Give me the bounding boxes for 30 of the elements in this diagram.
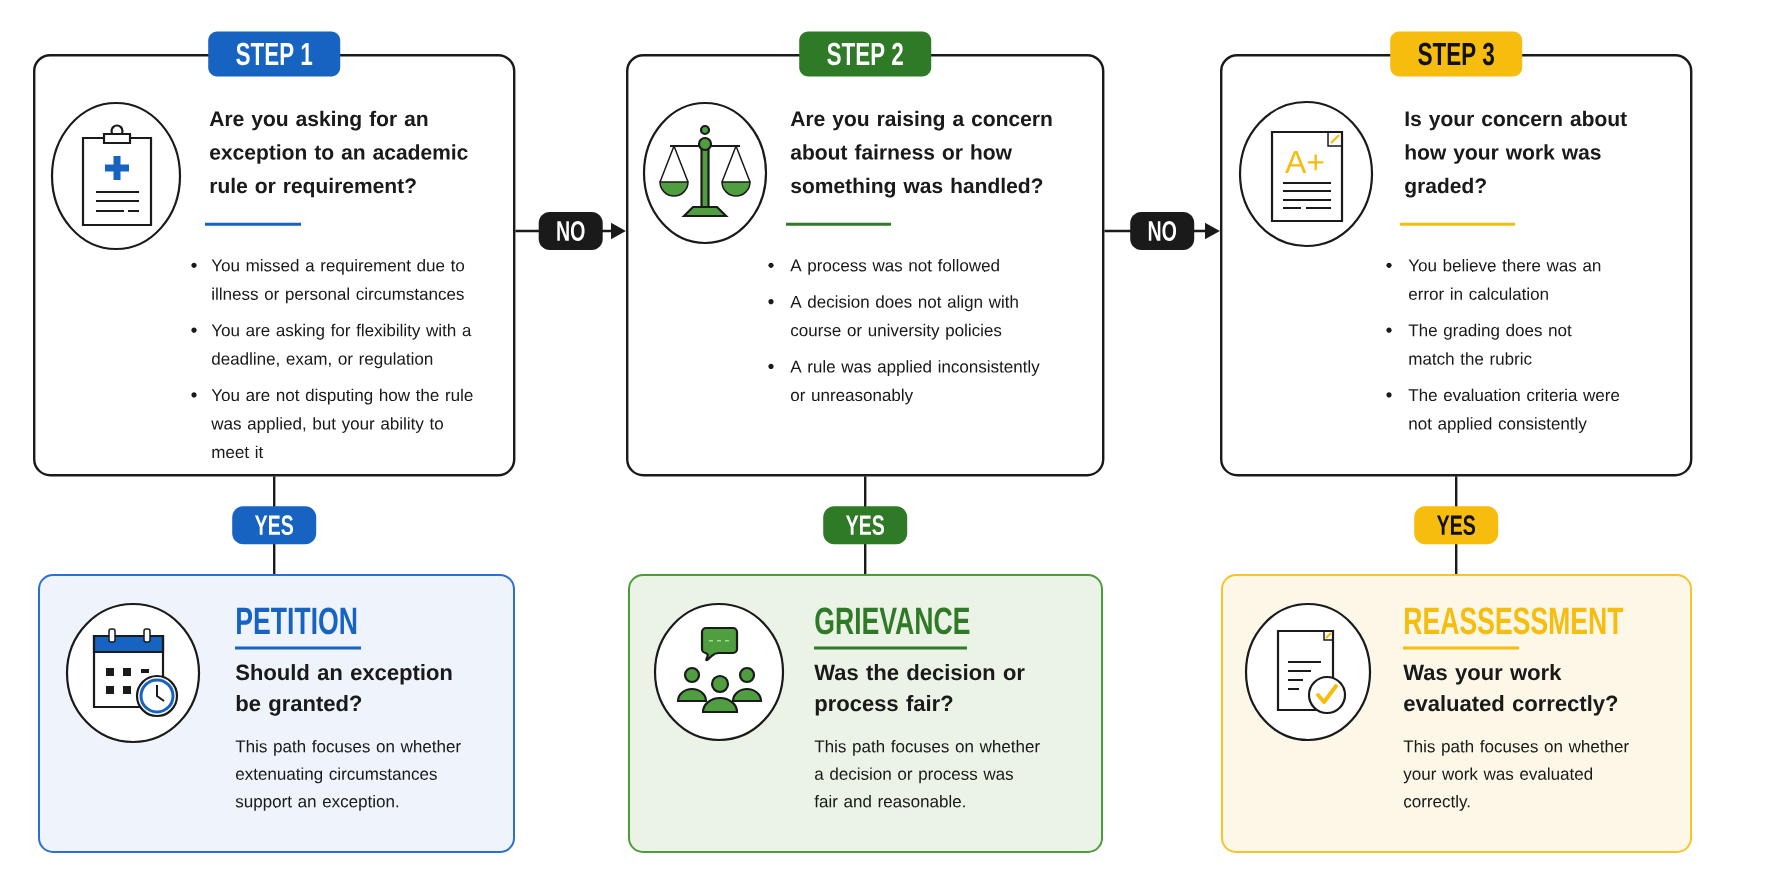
path-title: GRIEVANCE [815,607,970,635]
bullet-text: A rule was applied inconsistently or unreasonably [790,360,1040,405]
bullet-text: A process was not followed [790,259,999,275]
bullet-text: The grading does not match the rubric [1408,323,1572,365]
bullet-text: You are asking for flexibility with a deadline, exam, or regulation [211,323,472,369]
step-badge: STEP 2 [799,31,932,77]
step-badge: STEP 1 [208,31,341,77]
question-text: Are you raising a concern about fairness or how something was handled? [790,110,1052,198]
bullet-text: A decision does not align with course or university policies [790,295,1018,340]
description-text: This path focuses on whether extenuating circumstances support an exception. [235,739,461,811]
step-badge: STEP 3 [1390,31,1523,77]
question-text: Is your concern about how your work was graded? [1405,110,1627,198]
edge-label: YES [823,506,908,545]
description-text: This path focuses on whether your work was evaluated correctly. [1403,739,1629,811]
edge-label: NO [1130,212,1195,250]
bullet-text: You believe there was an error in calculation [1408,259,1601,300]
edge-label: YES [232,506,317,545]
bullet-text: You are not disputing how the rule was applied, but your ability to meet it [211,388,473,459]
edge-label: NO [538,212,603,250]
question-text: Was your work evaluated correctly? [1403,664,1618,716]
question-text: Was the decision or process fair? [814,664,1025,716]
grade-mark: A+ [1285,151,1324,173]
question-text: Should an exception be granted? [235,664,452,716]
path-title: REASSESSMENT [1405,607,1624,635]
bullet-text: You missed a requirement due to illness or personal circumstances [211,259,465,304]
question-text: Are you asking for an exception to an academic rule or requirement? [209,110,468,198]
bullet-text: The evaluation criteria were not applied consistently [1408,388,1620,433]
edge-label: YES [1414,506,1499,545]
description-text: This path focuses on whether a decision or process was fair and reasonable. [814,739,1040,808]
path-title: PETITION [237,607,357,635]
